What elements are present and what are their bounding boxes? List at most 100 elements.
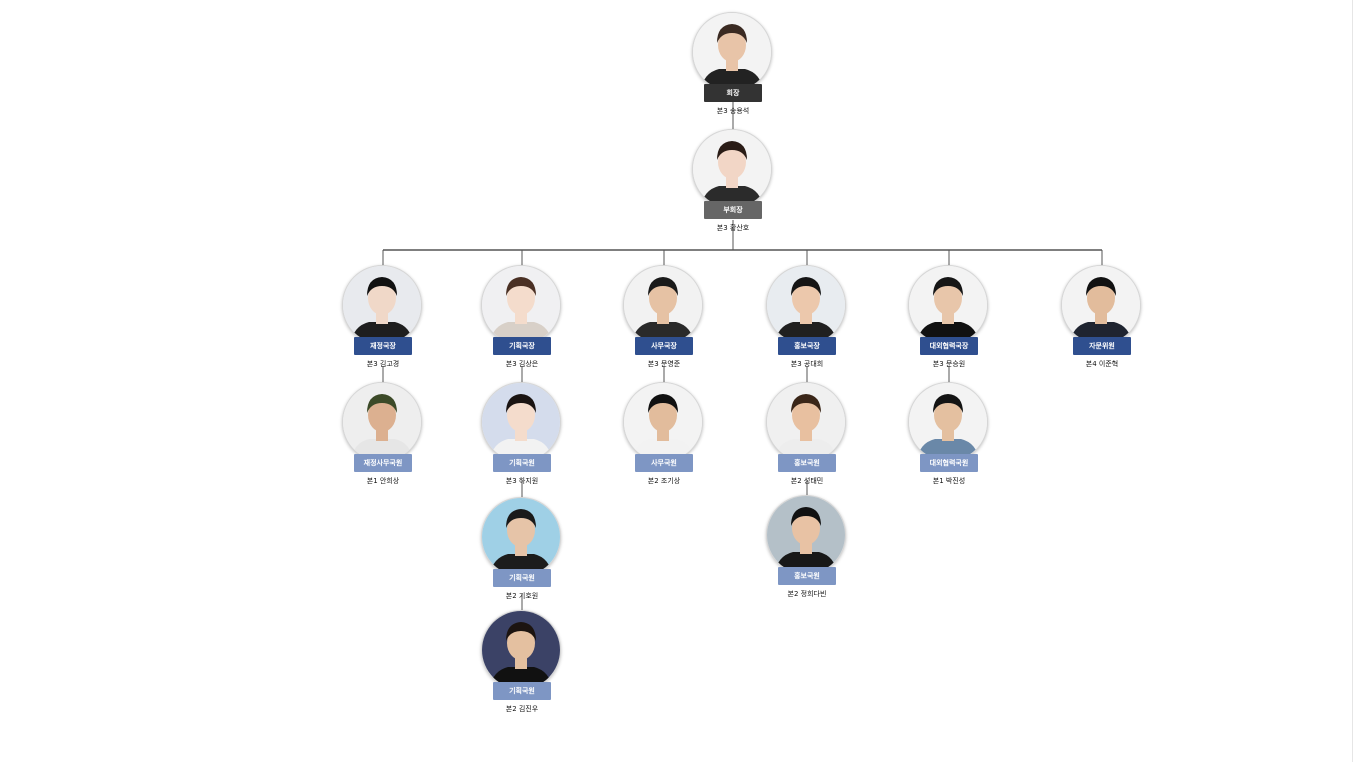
member-name: 본3 송용석 [716, 107, 750, 115]
portrait-hair [717, 24, 747, 43]
member-name: 본2 기호원 [505, 592, 539, 600]
portrait-face [792, 281, 820, 315]
member-photo [766, 382, 846, 462]
member-name: 본2 정희다빈 [787, 590, 827, 598]
portrait-image [1062, 266, 1140, 344]
portrait-neck [1095, 312, 1107, 324]
portrait-hair [506, 622, 536, 641]
member-name: 본3 황산호 [716, 224, 750, 232]
member-role-badge: 홍보국장 [778, 337, 836, 355]
member-photo [1061, 265, 1141, 345]
member-name: 본2 조기상 [647, 477, 681, 485]
member-role-badge: 대외협력국원 [920, 454, 978, 472]
right-edge-rule [1352, 0, 1353, 762]
member-role-badge: 홍보국원 [778, 454, 836, 472]
member-role-badge: 기획국원 [493, 682, 551, 700]
portrait-neck [515, 657, 527, 669]
member-photo [766, 495, 846, 575]
member-role-badge: 사무국장 [635, 337, 693, 355]
member-role-badge: 기획국원 [493, 569, 551, 587]
portrait-hair [933, 394, 963, 413]
portrait-face [507, 281, 535, 315]
portrait-face [934, 398, 962, 432]
portrait-neck [942, 312, 954, 324]
member-name: 본1 박진성 [932, 477, 966, 485]
portrait-neck [515, 312, 527, 324]
portrait-face [368, 281, 396, 315]
member-photo [692, 12, 772, 92]
member-photo [908, 382, 988, 462]
portrait-image [343, 383, 421, 461]
member-name: 본3 문영준 [647, 360, 681, 368]
portrait-face [368, 398, 396, 432]
portrait-hair [367, 277, 397, 296]
member-name: 본2 김진우 [505, 705, 539, 713]
portrait-image [693, 130, 771, 208]
portrait-image [624, 266, 702, 344]
member-photo [623, 382, 703, 462]
member-role-badge: 재정사무국원 [354, 454, 412, 472]
member-photo [342, 265, 422, 345]
member-role-badge: 기획국원 [493, 454, 551, 472]
member-name: 본3 문승원 [932, 360, 966, 368]
portrait-hair [791, 277, 821, 296]
portrait-face [718, 145, 746, 179]
member-photo [481, 382, 561, 462]
member-name: 본3 하지원 [505, 477, 539, 485]
member-role-badge: 홍보국원 [778, 567, 836, 585]
member-role-badge: 사무국원 [635, 454, 693, 472]
portrait-neck [657, 429, 669, 441]
portrait-image [624, 383, 702, 461]
portrait-image [482, 611, 560, 689]
member-photo [766, 265, 846, 345]
portrait-face [792, 398, 820, 432]
portrait-neck [942, 429, 954, 441]
member-photo [692, 129, 772, 209]
portrait-image [909, 266, 987, 344]
member-role-badge: 대외협력국장 [920, 337, 978, 355]
portrait-image [767, 266, 845, 344]
member-photo [908, 265, 988, 345]
member-name: 본3 김고경 [366, 360, 400, 368]
portrait-face [649, 281, 677, 315]
portrait-face [934, 281, 962, 315]
member-photo [342, 382, 422, 462]
portrait-image [767, 383, 845, 461]
member-name: 본3 공대희 [790, 360, 824, 368]
portrait-image [693, 13, 771, 91]
portrait-neck [726, 59, 738, 71]
portrait-hair [367, 394, 397, 413]
portrait-neck [800, 429, 812, 441]
portrait-image [482, 266, 560, 344]
member-role-badge: 자문위원 [1073, 337, 1131, 355]
portrait-neck [800, 312, 812, 324]
member-role-badge: 재정국장 [354, 337, 412, 355]
portrait-hair [933, 277, 963, 296]
member-name: 본3 김상은 [505, 360, 539, 368]
member-name: 본2 성태민 [790, 477, 824, 485]
portrait-hair [506, 277, 536, 296]
portrait-neck [657, 312, 669, 324]
portrait-image [482, 383, 560, 461]
member-photo [481, 265, 561, 345]
portrait-neck [800, 542, 812, 554]
member-role-badge: 회장 [704, 84, 762, 102]
portrait-face [649, 398, 677, 432]
portrait-face [507, 513, 535, 547]
member-name: 본4 이준혁 [1085, 360, 1119, 368]
portrait-face [792, 511, 820, 545]
portrait-image [343, 266, 421, 344]
portrait-hair [791, 507, 821, 526]
portrait-face [507, 626, 535, 660]
portrait-hair [648, 277, 678, 296]
portrait-face [507, 398, 535, 432]
member-photo [481, 497, 561, 577]
portrait-hair [1086, 277, 1116, 296]
portrait-neck [515, 544, 527, 556]
portrait-image [482, 498, 560, 576]
member-role-badge: 기획국장 [493, 337, 551, 355]
portrait-neck [376, 312, 388, 324]
member-photo [481, 610, 561, 690]
portrait-hair [506, 394, 536, 413]
portrait-neck [726, 176, 738, 188]
